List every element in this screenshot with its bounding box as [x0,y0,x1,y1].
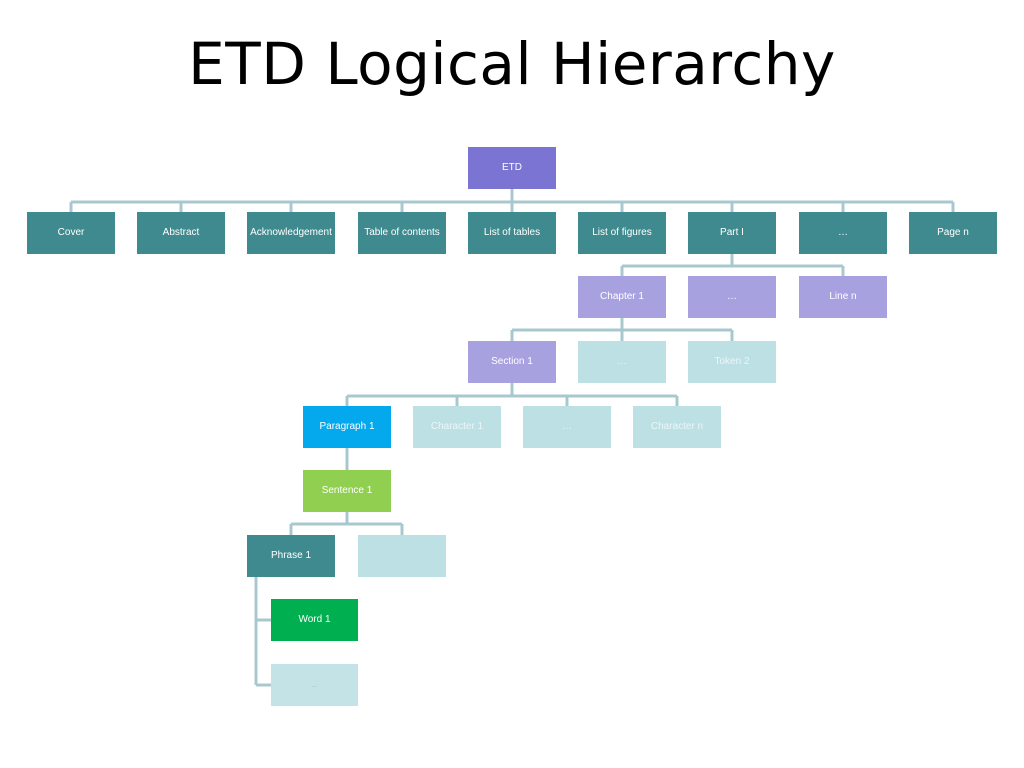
node-cover: Cover [27,212,115,254]
node-ellipsis-level4: … [523,406,611,448]
page-title: ETD Logical Hierarchy [188,30,836,98]
node-ellipsis-level3: … [578,341,666,383]
node-etd: ETD [468,147,556,189]
node-phrase-1: Phrase 1 [247,535,335,577]
node-chapter-1: Chapter 1 [578,276,666,318]
node-paragraph-1: Paragraph 1 [303,406,391,448]
node-ellipsis-level2: … [688,276,776,318]
node-line-n: Line n [799,276,887,318]
node-token-2: Token 2 [688,341,776,383]
node-page-n: Page n [909,212,997,254]
node-ellipsis-word: .. [271,664,358,706]
node-character-n: Character n [633,406,721,448]
node-sentence-1: Sentence 1 [303,470,391,512]
node-section-1: Section 1 [468,341,556,383]
node-character-1: Character 1 [413,406,501,448]
node-ellipsis-level1: … [799,212,887,254]
node-acknowledgement: Acknowledgement [247,212,335,254]
node-abstract: Abstract [137,212,225,254]
node-table-of-contents: Table of contents [358,212,446,254]
node-part-i: Part I [688,212,776,254]
node-phrase-blank [358,535,446,577]
node-list-of-tables: List of tables [468,212,556,254]
node-word-1: Word 1 [271,599,358,641]
node-list-of-figures: List of figures [578,212,666,254]
